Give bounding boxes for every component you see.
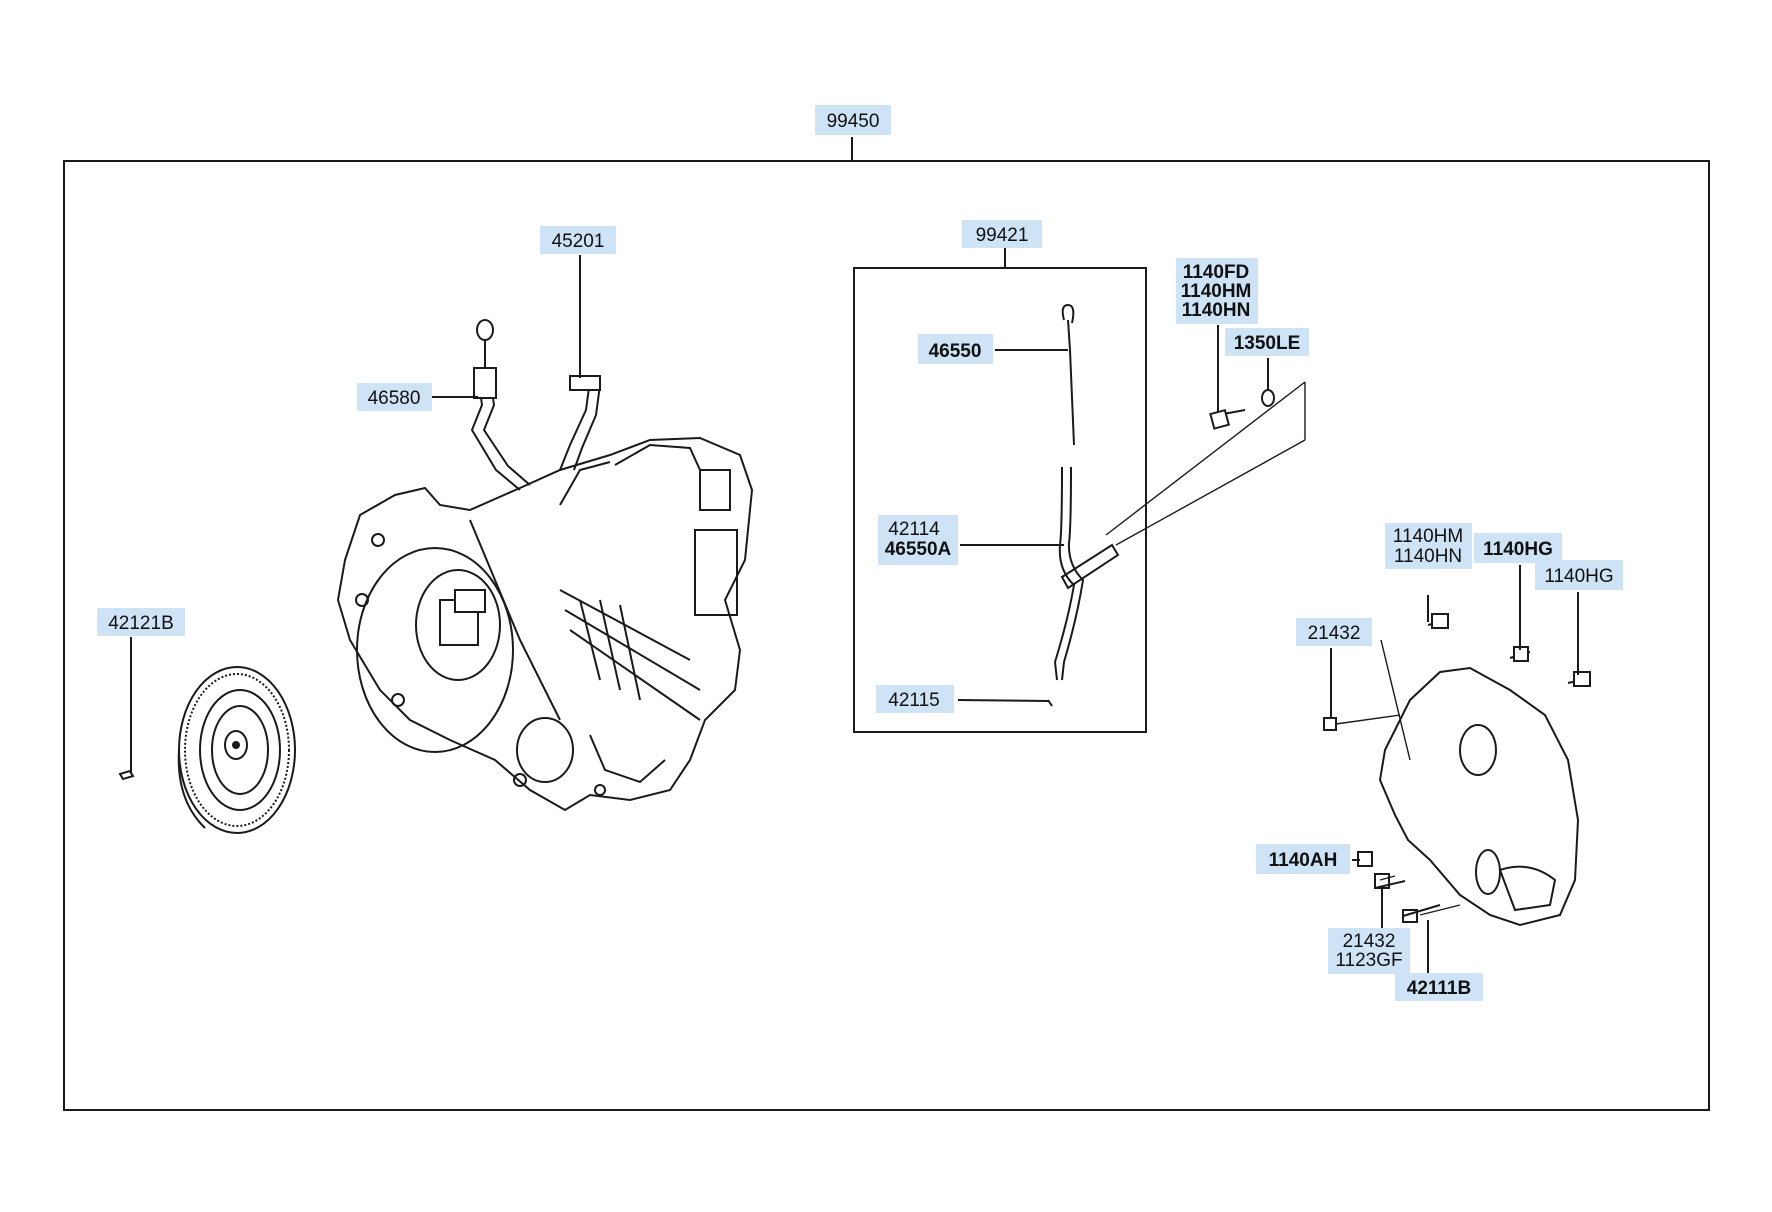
dipstick-drawing xyxy=(1047,303,1120,707)
assembly-frame xyxy=(63,160,1710,1111)
callout-text-21432-lower: 21432 xyxy=(1343,931,1396,952)
callout-42121b[interactable]: 42121B xyxy=(97,608,185,636)
callout-text-1350le: 1350LE xyxy=(1234,333,1301,354)
callout-text-99421: 99421 xyxy=(976,225,1029,246)
callout-text-46550: 46550 xyxy=(929,341,982,362)
callout-text-1140fd: 1140FD xyxy=(1183,262,1250,283)
torque-converter-drawing xyxy=(118,666,296,834)
callout-45201[interactable]: 45201 xyxy=(540,226,616,254)
callout-text-1140hn: 1140HN xyxy=(1182,300,1251,321)
callout-1140hg-1[interactable]: 1140HG xyxy=(1474,533,1562,563)
callout-99450[interactable]: 99450 xyxy=(815,105,891,135)
callout-text-46550a: 46550A xyxy=(885,539,952,560)
leader-lines xyxy=(130,255,1579,980)
callout-1140ah[interactable]: 1140AH xyxy=(1256,844,1350,874)
callout-text-45201: 45201 xyxy=(552,231,605,252)
callout-21432-1123gf[interactable]: 21432 1123GF xyxy=(1328,928,1410,974)
callout-text-1140hg-1: 1140HG xyxy=(1483,539,1553,560)
callout-text-21432-upper: 21432 xyxy=(1308,623,1361,644)
callout-text-1140hm-cover: 1140HM xyxy=(1393,526,1463,547)
callout-text-1140hg-2: 1140HG xyxy=(1544,566,1613,587)
callout-42111b[interactable]: 42111B xyxy=(1395,973,1483,1001)
transaxle-drawing xyxy=(336,319,754,812)
callout-text-1140hn-cover: 1140HN xyxy=(1394,546,1462,567)
bolt-washer-drawing xyxy=(1105,381,1306,546)
callout-1140hm-hn[interactable]: 1140HM 1140HN xyxy=(1385,523,1472,569)
dipstick-kit-frame xyxy=(853,267,1147,733)
callout-text-42121b: 42121B xyxy=(108,613,174,634)
callout-46580[interactable]: 46580 xyxy=(357,383,432,411)
callout-text-42114: 42114 xyxy=(888,519,940,540)
callout-text-1140ah: 1140AH xyxy=(1269,850,1338,871)
cover-bolts-drawing xyxy=(1323,613,1591,923)
callout-1350le[interactable]: 1350LE xyxy=(1225,328,1309,356)
callout-21432-upper[interactable]: 21432 xyxy=(1296,618,1372,646)
callout-text-46580: 46580 xyxy=(368,388,421,409)
cover-plate-drawing xyxy=(1378,666,1580,927)
callout-1140hg-2[interactable]: 1140HG xyxy=(1535,560,1623,590)
callout-text-99450: 99450 xyxy=(827,111,880,132)
callout-1140fd-hm-hn[interactable]: 1140FD 1140HM 1140HN xyxy=(1176,258,1258,324)
callout-99421[interactable]: 99421 xyxy=(962,220,1042,248)
callout-42115[interactable]: 42115 xyxy=(876,685,954,713)
callout-text-1140hm: 1140HM xyxy=(1181,281,1252,302)
callout-46550[interactable]: 46550 xyxy=(918,334,993,364)
callout-text-42115: 42115 xyxy=(888,690,939,711)
callout-text-42111b: 42111B xyxy=(1407,978,1471,999)
callout-42114-46550a[interactable]: 42114 46550A xyxy=(878,515,958,565)
callout-text-1123gf: 1123GF xyxy=(1335,950,1402,971)
